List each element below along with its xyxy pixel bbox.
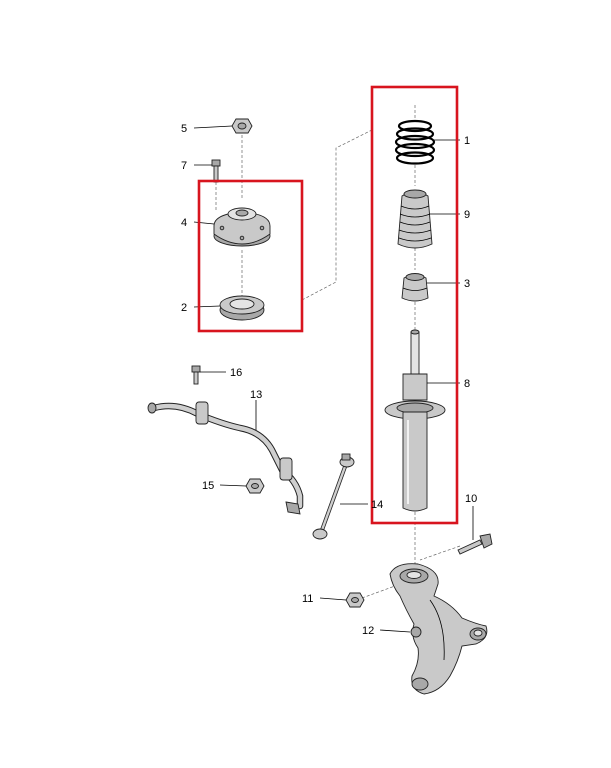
part-14-coupling-rod	[312, 453, 355, 540]
part-8-shock-absorber	[384, 329, 446, 512]
part-4-strut-mount	[213, 207, 271, 247]
callout-labels: 5 7 4 2 1 9 3 8 16 13 15 14 10 11 12	[181, 123, 477, 637]
part-15-nut	[245, 478, 265, 494]
part-13-stabilizer-bar	[147, 401, 304, 515]
callout-2: 2	[181, 302, 187, 314]
callout-9: 9	[464, 209, 470, 221]
callout-13: 13	[250, 389, 262, 401]
callout-10: 10	[465, 493, 477, 505]
callout-12: 12	[362, 625, 374, 637]
part-5-nut	[231, 118, 253, 134]
part-12-steering-knuckle	[389, 563, 488, 695]
highlight-box-mount	[197, 179, 304, 333]
part-10-bolt	[457, 533, 493, 555]
assembly-axes	[215, 105, 461, 599]
part-11-nut	[345, 592, 365, 608]
callout-4: 4	[181, 217, 187, 229]
part-3-bump-stop	[401, 273, 429, 302]
part-9-bellows	[397, 189, 433, 249]
callout-8: 8	[464, 378, 470, 390]
callout-3: 3	[464, 278, 470, 290]
part-2-bearing-ring	[219, 295, 265, 321]
callout-7: 7	[181, 160, 187, 172]
callout-11: 11	[302, 593, 313, 605]
callout-15: 15	[202, 480, 214, 492]
highlight-box-strut	[370, 85, 459, 525]
callout-16: 16	[230, 367, 242, 379]
leader-lines	[193, 125, 474, 633]
callout-1: 1	[464, 135, 470, 147]
part-7-bolt	[211, 159, 221, 183]
part-1-coil-spring	[394, 119, 436, 165]
part-16-bolt	[191, 365, 201, 385]
callout-14: 14	[371, 499, 383, 511]
callout-5: 5	[181, 123, 187, 135]
